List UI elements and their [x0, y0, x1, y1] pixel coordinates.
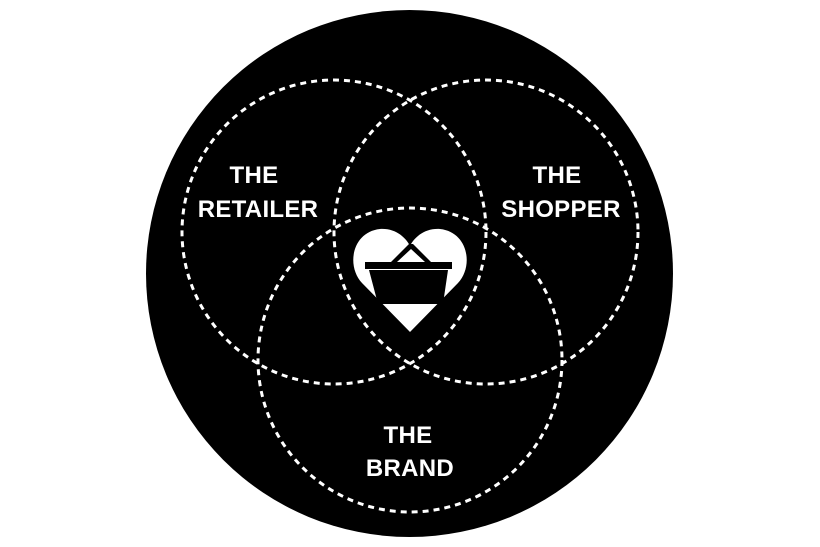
shopper-circle [332, 78, 640, 386]
retailer-label-line1: THE [230, 162, 279, 189]
brand-label: THE BRAND [366, 422, 454, 482]
brand-circle [256, 206, 564, 514]
brand-label-line2: BRAND [366, 455, 454, 482]
heart-basket-icon [353, 228, 467, 332]
retailer-label-line2: RETAILER [198, 196, 319, 223]
brand-label-line1: THE [384, 422, 433, 449]
shopper-label-line1: THE [533, 162, 582, 189]
shopper-label-line2: SHOPPER [501, 196, 620, 223]
basket-handle-icon [391, 244, 431, 262]
retailer-circle [180, 78, 488, 386]
retailer-label: THE RETAILER [198, 162, 319, 223]
shopper-label: THE SHOPPER [501, 162, 620, 223]
basket-rim-icon [365, 262, 452, 269]
basket-body-icon [369, 270, 448, 304]
